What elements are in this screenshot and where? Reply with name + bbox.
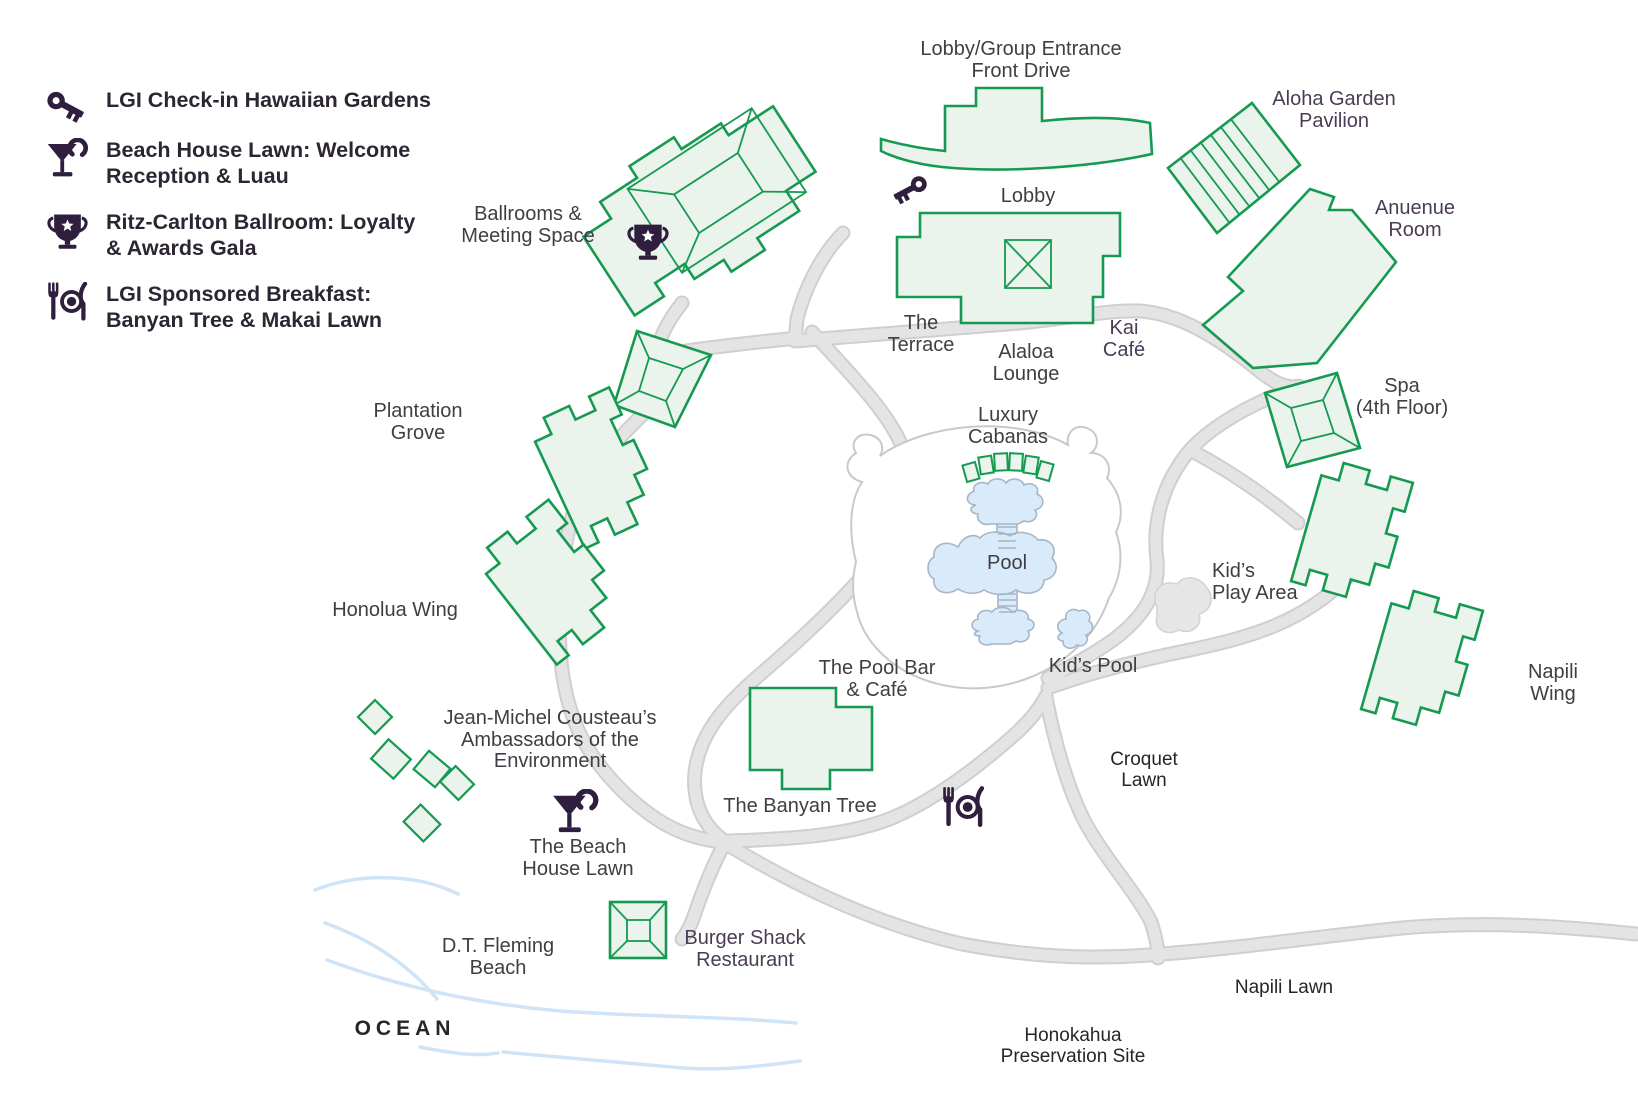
key-icon <box>46 88 92 131</box>
building-entrance <box>879 86 1154 171</box>
building-honolua-upper <box>533 385 649 551</box>
building-aloha-pavilion <box>1166 101 1302 235</box>
building-spa <box>1263 371 1362 469</box>
kids-pool-shape <box>1057 608 1094 650</box>
building-burger-shack <box>608 900 668 960</box>
cocktail-icon <box>46 138 92 184</box>
building-anuenue <box>1200 187 1398 370</box>
building-plantation-pavilion <box>612 329 713 429</box>
building-napili-wing <box>1359 589 1485 727</box>
legend-item-checkin: LGI Check-in Hawaiian Gardens <box>46 88 431 131</box>
legend-item-label: Ritz-Carlton Ballroom: Loyalty & Awards … <box>106 210 416 260</box>
ocean-waves <box>313 875 802 1071</box>
trophy-icon <box>46 210 92 256</box>
legend-item-breakfast: LGI Sponsored Breakfast: Banyan Tree & M… <box>46 282 382 334</box>
kids-play-area-shape <box>1154 577 1212 634</box>
building-wing-upper <box>1289 461 1415 599</box>
building-ballrooms <box>581 104 818 318</box>
legend-item-welcome: Beach House Lawn: Welcome Reception & Lu… <box>46 138 410 190</box>
building-lobby <box>895 211 1122 325</box>
key-icon <box>890 173 928 206</box>
dining-icon <box>944 788 982 826</box>
legend-item-gala: Ritz-Carlton Ballroom: Loyalty & Awards … <box>46 210 415 262</box>
dining-icon <box>46 282 92 326</box>
cabanas <box>961 452 1055 484</box>
building-honolua-lower <box>484 497 609 667</box>
cousteau-cottages <box>356 698 476 843</box>
buildings <box>356 86 1485 960</box>
legend-item-label: LGI Check-in Hawaiian Gardens <box>106 88 431 112</box>
legend-item-label: Beach House Lawn: Welcome Reception & Lu… <box>106 138 411 188</box>
pool-shape <box>927 478 1094 650</box>
building-banyan-tree <box>748 686 874 791</box>
legend-item-label: LGI Sponsored Breakfast: Banyan Tree & M… <box>106 282 383 332</box>
cocktail-icon <box>553 791 596 832</box>
